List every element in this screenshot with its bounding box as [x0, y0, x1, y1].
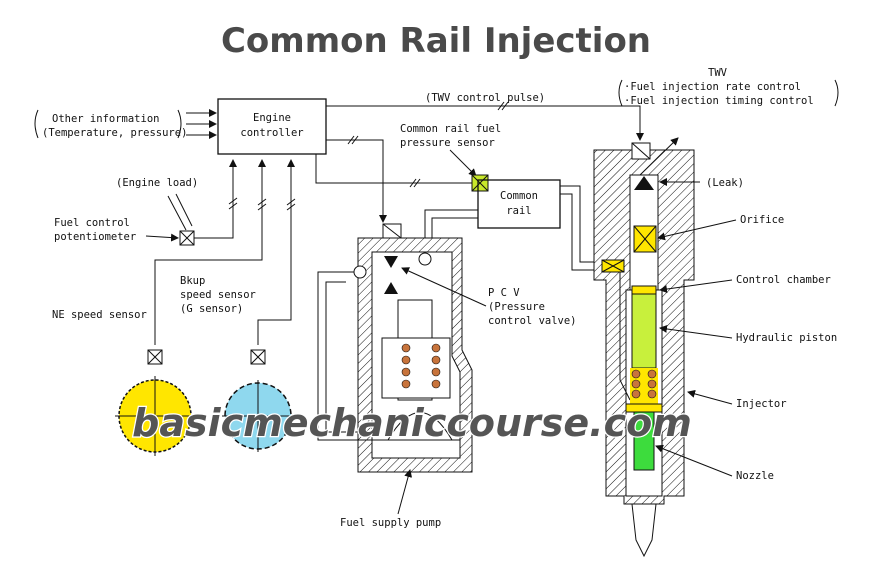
fuel-pump-label: Fuel supply pump	[340, 517, 441, 529]
watermark: basicmechaniccourse.com	[132, 401, 692, 445]
pump-check-right	[418, 252, 432, 266]
pcv-label-2: (Pressure	[488, 301, 545, 313]
other-info-label-1: Other information	[52, 113, 159, 125]
fuel-supply-pump	[357, 237, 473, 473]
twv-bracket-right	[834, 79, 839, 107]
common-rail-label-2: rail	[506, 205, 531, 217]
leak-valve	[634, 176, 654, 190]
other-info-label-2: (Temperature, pressure)	[42, 127, 187, 139]
pcv-valve-bottom	[384, 282, 398, 294]
twv-label: TWV	[708, 67, 728, 79]
pcv-label-1: P C V	[488, 287, 520, 299]
engine-controller-box	[217, 98, 327, 155]
twv-pulse-line	[326, 105, 644, 141]
twv-bracket-left	[618, 79, 623, 107]
bkup-sensor-gear	[222, 380, 294, 452]
controller-to-pcv-line	[326, 139, 387, 223]
control-chamber	[631, 285, 657, 295]
control-chamber-label: Control chamber	[736, 274, 831, 286]
twv-timing-label: ·Fuel injection timing control	[624, 95, 814, 107]
rail-sensor-signal-line	[315, 154, 478, 184]
fuel-pot-label-1: Fuel control	[54, 217, 130, 229]
hydraulic-piston	[631, 293, 657, 369]
leak-label: (Leak)	[706, 177, 744, 189]
twv-pulse-label: (TWV control pulse)	[425, 92, 545, 104]
bkup-label-3: (G sensor)	[180, 303, 243, 315]
pedal-rod	[167, 195, 187, 231]
page-title: Common Rail Injection	[221, 21, 651, 61]
nozzle-label: Nozzle	[736, 470, 774, 482]
ne-sensor-gear	[115, 376, 195, 456]
fuel-pot-label-2: potentiometer	[54, 231, 136, 243]
bkup-label-2: speed sensor	[180, 289, 256, 301]
common-rail-label-1: Common	[500, 190, 538, 202]
bkup-sensor-line	[257, 159, 295, 345]
ne-sensor-line	[154, 159, 266, 345]
other-info-bracket-left	[34, 109, 39, 139]
pump-return-line	[317, 271, 372, 441]
other-info-bracket-right	[177, 109, 182, 139]
rail-sensor-label-1: Common rail fuel	[400, 123, 501, 135]
pcv-label-3: control valve)	[488, 315, 577, 327]
common-rail-box	[477, 179, 561, 229]
pump-spring-coils	[401, 343, 441, 389]
rail-to-injector-pipe	[560, 185, 606, 263]
pump-check-left	[353, 265, 367, 279]
hydraulic-piston-label: Hydraulic piston	[736, 332, 837, 344]
pot-signal-line	[194, 159, 237, 239]
rail-sensor-label-2: pressure sensor	[400, 137, 495, 149]
twv-rate-label: ·Fuel injection rate control	[624, 81, 801, 93]
injector-spring-coils	[630, 368, 658, 404]
pcv-valve-top	[384, 256, 398, 268]
engine-load-label: (Engine load)	[116, 177, 198, 189]
ne-sensor-label: NE speed sensor	[52, 309, 147, 321]
engine-controller-label-2: controller	[240, 127, 303, 139]
bkup-label-1: Bkup	[180, 275, 205, 287]
engine-controller-label-1: Engine	[253, 112, 291, 124]
orifice-label: Orifice	[740, 214, 784, 226]
injector-label: Injector	[736, 398, 787, 410]
